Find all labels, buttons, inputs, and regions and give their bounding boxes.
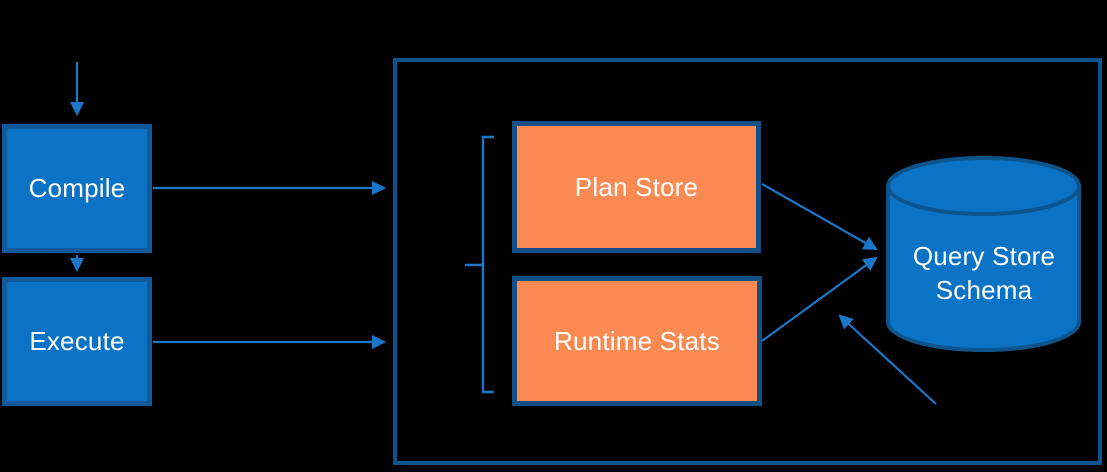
- runtime-stats-node: Runtime Stats: [512, 276, 762, 406]
- compile-label: Compile: [28, 173, 126, 204]
- plan-store-node: Plan Store: [512, 121, 761, 253]
- execute-node: Execute: [2, 277, 152, 406]
- runtime-stats-label: Runtime Stats: [554, 325, 720, 356]
- compile-node: Compile: [2, 124, 152, 253]
- plan-store-label: Plan Store: [574, 171, 699, 202]
- query-store-schema-label: Query Store Schema: [912, 241, 1056, 305]
- execute-label: Execute: [29, 326, 125, 357]
- query-store-container-outline: [393, 58, 1102, 465]
